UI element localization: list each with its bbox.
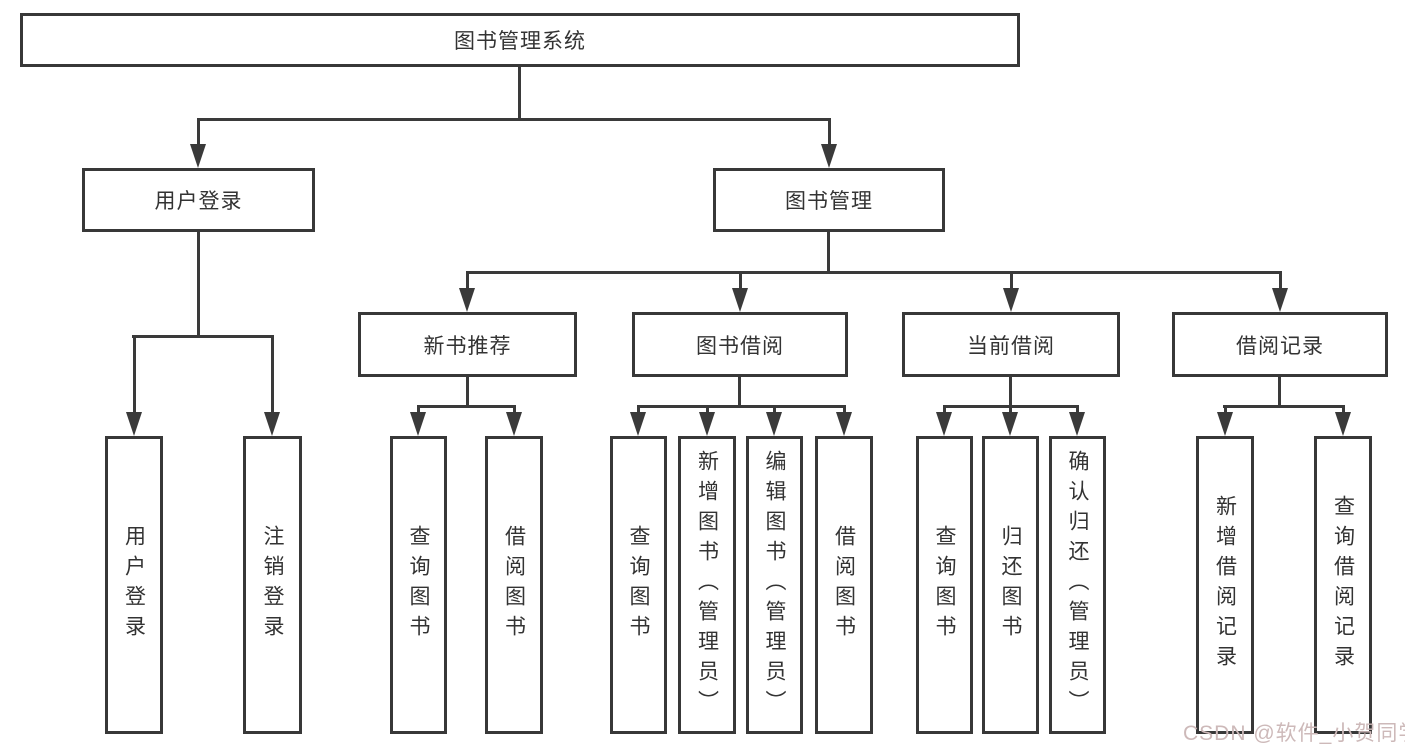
node-library-management-system: 图书管理系统 <box>20 13 1020 67</box>
connector-arrow-lf7 <box>766 405 782 436</box>
leaf-query-books-borrowing: 查询图书 <box>610 436 667 734</box>
connector-arrow-book-borrowing <box>732 271 748 312</box>
connector-group4-horizontal <box>1223 405 1345 408</box>
leaf-query-books-current: 查询图书 <box>916 436 973 734</box>
connector-arrow-borrowing-records <box>1272 271 1288 312</box>
connector-arrow-current-borrowing <box>1003 271 1019 312</box>
node-user-login: 用户登录 <box>82 168 315 232</box>
leaf-label: 查询图书 <box>933 525 956 645</box>
leaf-label: 查询借阅记录 <box>1331 495 1355 675</box>
connector-arrow-book-management <box>821 118 837 168</box>
connector-arrow-lf11 <box>1069 405 1085 436</box>
node-label: 图书管理系统 <box>454 30 586 53</box>
leaf-label: 新增借阅记录 <box>1213 495 1237 675</box>
node-label: 当前借阅 <box>967 334 1055 358</box>
connector-user-login-horizontal <box>132 335 274 338</box>
leaf-logout: 注销登录 <box>243 436 302 734</box>
connector-arrow-user-login <box>190 118 206 168</box>
node-label: 用户登录 <box>154 190 243 213</box>
node-label: 新书推荐 <box>423 334 512 358</box>
leaf-label: 新增图书（管理员） <box>695 450 719 720</box>
connector-level2-horizontal <box>466 271 1282 274</box>
connector-root-stub <box>518 67 521 120</box>
connector-arrow-lf9 <box>936 405 952 436</box>
leaf-query-borrow-record: 查询借阅记录 <box>1314 436 1372 734</box>
connector-group2-horizontal <box>637 405 846 408</box>
leaf-label: 借阅图书 <box>832 525 856 645</box>
node-current-borrowing: 当前借阅 <box>902 312 1120 377</box>
node-new-book-recommendation: 新书推荐 <box>358 312 577 377</box>
leaf-borrow-books: 借阅图书 <box>815 436 873 734</box>
node-book-management: 图书管理 <box>713 168 945 232</box>
connector-arrow-lf8 <box>836 405 852 436</box>
connector-current-borrowing-stub <box>1009 377 1012 407</box>
connector-arrow-lf3 <box>410 405 426 436</box>
leaf-label: 确认归还（管理员） <box>1066 450 1089 720</box>
leaf-label: 借阅图书 <box>502 525 526 645</box>
connector-arrow-lf12 <box>1217 405 1233 436</box>
connector-arrow-lf5 <box>630 405 646 436</box>
connector-arrow-leaf-logout <box>264 335 280 436</box>
leaf-borrow-books-recommend: 借阅图书 <box>485 436 543 734</box>
connector-arrow-lf13 <box>1335 405 1351 436</box>
node-label: 图书借阅 <box>696 334 784 358</box>
connector-arrow-lf10 <box>1002 405 1018 436</box>
leaf-add-books-admin: 新增图书（管理员） <box>678 436 736 734</box>
leaf-edit-books-admin: 编辑图书（管理员） <box>746 436 803 734</box>
connector-book-mgmt-stub <box>827 232 830 273</box>
leaf-query-books-recommend: 查询图书 <box>390 436 447 734</box>
leaf-label: 查询图书 <box>407 525 430 645</box>
leaf-label: 查询图书 <box>627 525 650 645</box>
leaf-label: 注销登录 <box>261 525 284 645</box>
leaf-label: 归还图书 <box>999 525 1022 645</box>
connector-book-borrowing-stub <box>738 377 741 407</box>
leaf-label: 编辑图书（管理员） <box>763 450 786 720</box>
leaf-user-login: 用户登录 <box>105 436 163 734</box>
connector-user-login-stub <box>197 232 200 337</box>
connector-group1-horizontal <box>417 405 516 408</box>
node-label: 图书管理 <box>785 190 873 213</box>
leaf-label: 用户登录 <box>122 525 146 645</box>
leaf-return-books: 归还图书 <box>982 436 1039 734</box>
connector-new-recommend-stub <box>466 377 469 407</box>
node-label: 借阅记录 <box>1236 334 1324 358</box>
connector-borrowing-records-stub <box>1278 377 1281 407</box>
csdn-watermark: CSDN @软件_小贺同学 <box>1183 722 1405 745</box>
connector-arrow-lf6 <box>699 405 715 436</box>
leaf-confirm-return-admin: 确认归还（管理员） <box>1049 436 1106 734</box>
leaf-add-borrow-record: 新增借阅记录 <box>1196 436 1254 734</box>
node-borrowing-records: 借阅记录 <box>1172 312 1388 377</box>
connector-arrow-new-recommend <box>459 271 475 312</box>
connector-arrow-leaf-user-login <box>126 335 142 436</box>
node-book-borrowing: 图书借阅 <box>632 312 848 377</box>
connector-arrow-lf4 <box>506 405 522 436</box>
connector-level1-horizontal <box>197 118 831 121</box>
